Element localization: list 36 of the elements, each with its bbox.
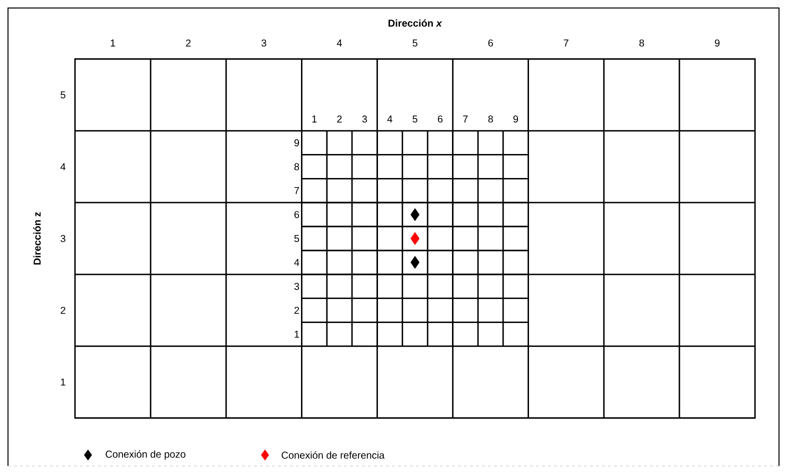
grid-number: 6 [438, 115, 443, 123]
grid-number: 5 [294, 235, 300, 242]
axis-number: 5 [60, 91, 66, 98]
legend-text: Conexión de pozo [106, 450, 186, 460]
axis-number: 3 [262, 39, 266, 47]
grid-number: 3 [362, 115, 367, 123]
grid-number: 1 [312, 116, 317, 122]
grid-number: 4 [387, 116, 392, 122]
grid-number: 4 [294, 258, 300, 266]
axis-number: 5 [412, 40, 418, 46]
axis-number: 2 [186, 40, 191, 46]
grid-number: 1 [294, 330, 300, 338]
axis-number: 4 [336, 40, 342, 46]
grid-number: 2 [294, 306, 299, 314]
axis-number: 6 [488, 39, 493, 47]
grid-number: 2 [337, 116, 342, 122]
grid-number: 5 [412, 116, 418, 122]
axis-number: 4 [60, 163, 66, 170]
legend-text: Conexión de referencia [282, 451, 385, 459]
grid-number: 7 [463, 116, 468, 122]
axis-title: Dirección z [33, 212, 41, 264]
grid-number: 9 [294, 139, 300, 146]
axis-number: 1 [110, 40, 116, 46]
axis-number: 2 [60, 306, 66, 314]
grid-number: 7 [294, 187, 299, 194]
axis-title: Dirección x [388, 19, 442, 27]
grid-number: 8 [488, 115, 493, 123]
axis-number: 7 [564, 40, 568, 46]
axis-number: 9 [714, 39, 720, 47]
grid-number: 3 [294, 282, 300, 290]
grid-number: 9 [513, 115, 518, 123]
axis-number: 3 [60, 234, 66, 242]
grid-number: 8 [294, 163, 300, 170]
axis-number: 8 [639, 39, 644, 47]
axis-number: 1 [61, 378, 66, 386]
grid-number: 6 [294, 211, 300, 218]
